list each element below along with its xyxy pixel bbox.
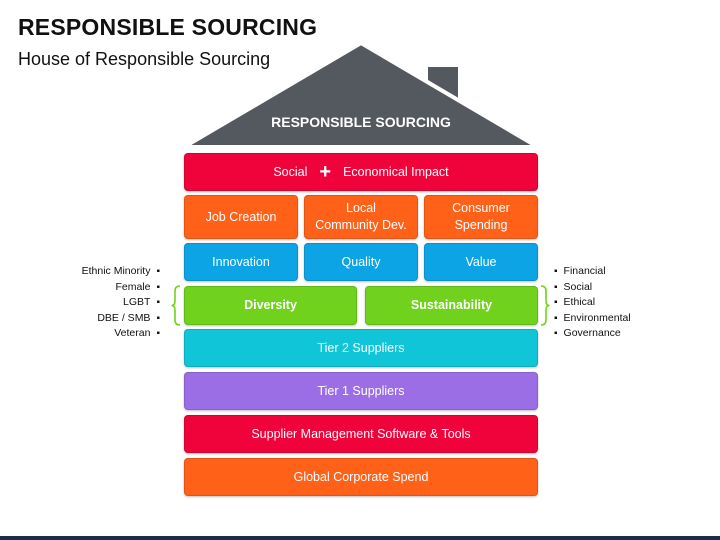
footer-bar xyxy=(0,536,720,540)
value-label: Value xyxy=(465,254,497,269)
diversity-label: Diversity xyxy=(244,298,297,313)
spend-label: Global Corporate Spend xyxy=(293,469,429,484)
left-brace-icon xyxy=(171,285,181,326)
innovation-block: Innovation xyxy=(184,243,298,281)
impact-economical: Economical Impact xyxy=(343,164,449,179)
tier2-label: Tier 2 Suppliers xyxy=(317,340,405,355)
software-block: Supplier Management Software & Tools xyxy=(184,415,538,453)
house-roof xyxy=(176,40,546,149)
consumer-spending-label: Consumer Spending xyxy=(452,201,510,232)
sustainability-list: Financial Social Ethical Environmental G… xyxy=(554,264,631,342)
page-subtitle: House of Responsible Sourcing xyxy=(18,49,271,69)
tier1-label: Tier 1 Suppliers xyxy=(317,383,405,398)
sustainability-label: Sustainability xyxy=(410,298,493,313)
impact-block: Social + Economical Impact xyxy=(184,153,538,191)
list-item: Veteran xyxy=(82,326,160,342)
tier1-block: Tier 1 Suppliers xyxy=(184,372,538,410)
list-item: Governance xyxy=(554,326,631,342)
innovation-label: Innovation xyxy=(212,254,270,269)
list-item: LGBT xyxy=(82,295,160,311)
job-creation-label: Job Creation xyxy=(205,209,277,224)
local-community-block: Local Community Dev. xyxy=(304,195,418,239)
roof-shape xyxy=(176,40,546,149)
quality-block: Quality xyxy=(304,243,418,281)
list-item: Social xyxy=(554,280,631,296)
list-item: Environmental xyxy=(554,311,631,327)
consumer-spending-block: Consumer Spending xyxy=(424,195,538,239)
spend-block: Global Corporate Spend xyxy=(184,458,538,496)
plus-icon: + xyxy=(319,161,332,183)
list-item: DBE / SMB xyxy=(82,311,160,327)
diversity-block: Diversity xyxy=(184,286,357,325)
local-community-label: Local Community Dev. xyxy=(315,201,407,232)
tier2-block: Tier 2 Suppliers xyxy=(184,329,538,367)
list-item: Financial xyxy=(554,264,631,280)
value-block: Value xyxy=(424,243,538,281)
job-creation-block: Job Creation xyxy=(184,195,298,239)
impact-social: Social xyxy=(273,164,308,179)
list-item: Ethnic Minority xyxy=(82,264,160,280)
list-item: Female xyxy=(82,280,160,296)
roof-label: RESPONSIBLE SOURCING xyxy=(271,114,451,130)
software-label: Supplier Management Software & Tools xyxy=(251,426,471,441)
sustainability-block: Sustainability xyxy=(365,286,538,325)
diversity-list: Ethnic Minority Female LGBT DBE / SMB Ve… xyxy=(82,264,160,342)
list-item: Ethical xyxy=(554,295,631,311)
right-brace-icon xyxy=(540,285,550,326)
quality-label: Quality xyxy=(341,254,381,269)
page-title: RESPONSIBLE SOURCING xyxy=(18,14,318,40)
